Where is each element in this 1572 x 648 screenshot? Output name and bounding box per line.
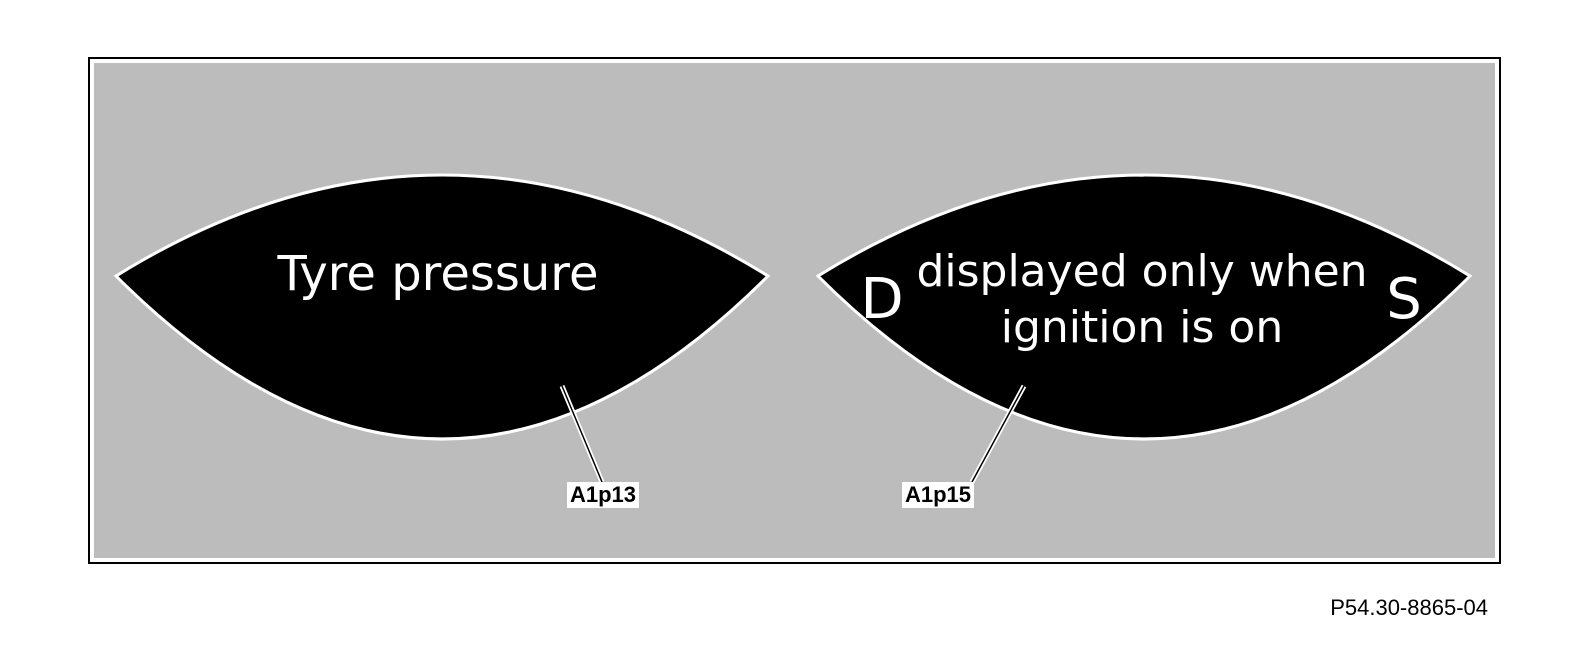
message-line-2: ignition is on [1001, 302, 1283, 353]
gear-indicator-s: S [1386, 267, 1422, 332]
right-display-shape [815, 173, 1473, 441]
callout-a1p13: A1p13 [567, 482, 640, 508]
message-line-1: displayed only when [916, 246, 1367, 297]
callout-a1p15: A1p15 [902, 482, 975, 508]
figure-reference-code: P54.30-8865-04 [1330, 595, 1488, 620]
left-display-text: Tyre pressure [276, 246, 598, 302]
gear-indicator-d: D [860, 267, 903, 332]
left-leader-line [559, 385, 605, 483]
left-display-shape [113, 173, 771, 441]
right-leader-line [969, 384, 1027, 484]
